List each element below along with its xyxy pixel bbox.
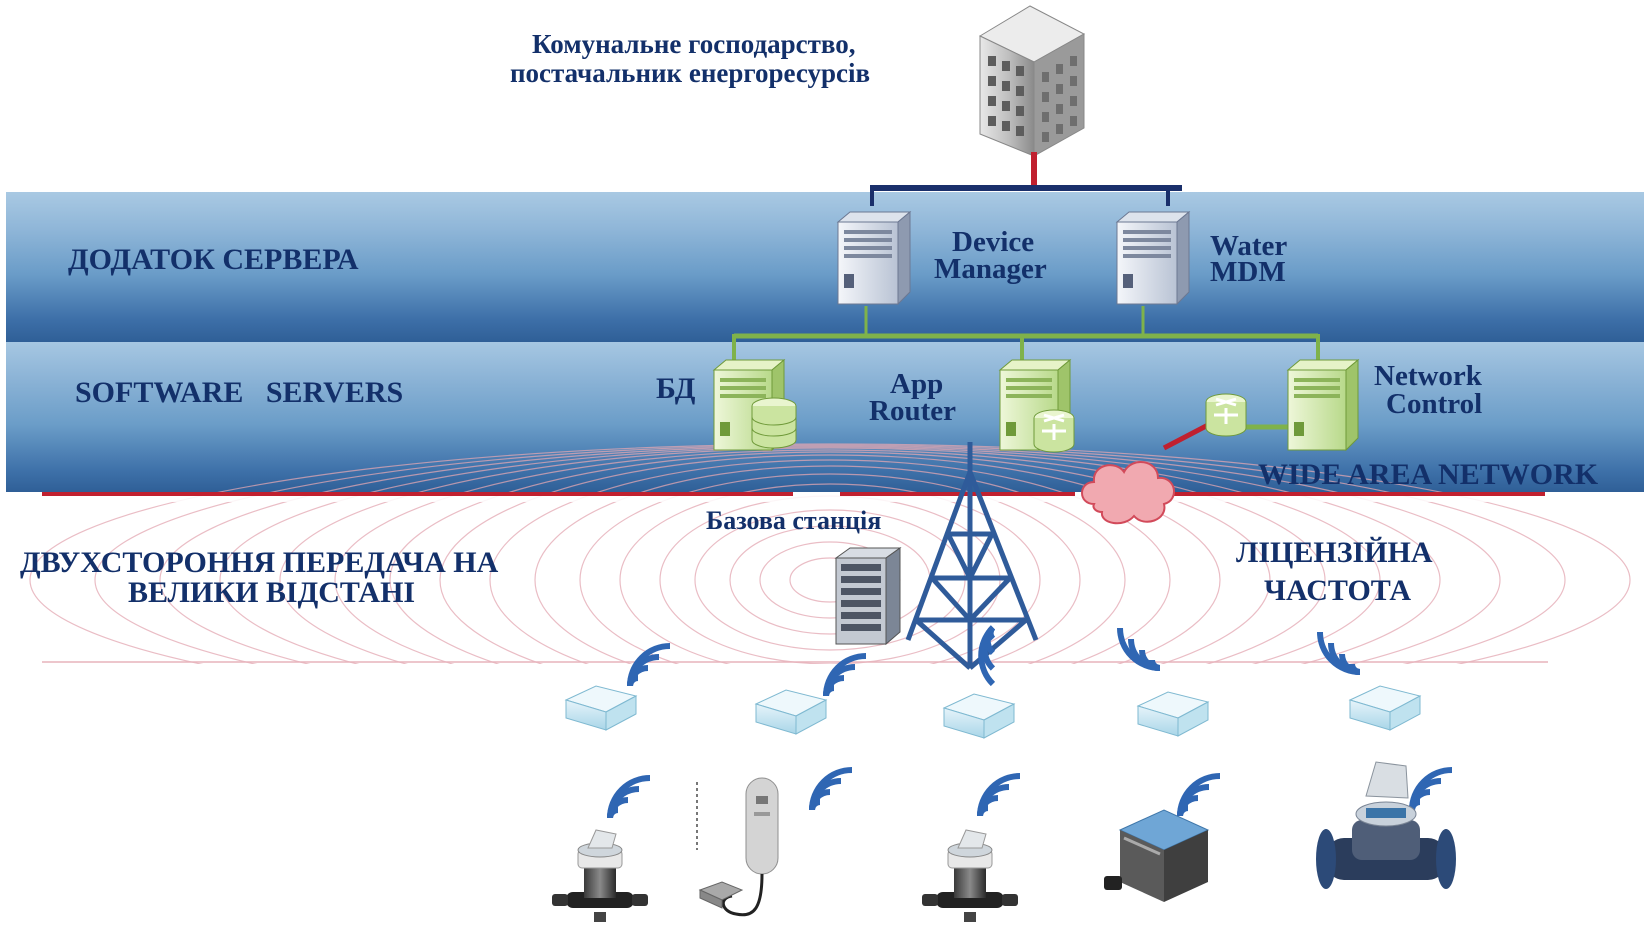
water-mdm-server-icon xyxy=(1116,211,1190,305)
software-servers-label: SOFTWARE SERVERS xyxy=(75,376,404,409)
db-label: БД xyxy=(656,372,696,405)
water-mdm-label-line2: MDM xyxy=(1210,256,1286,288)
licensed-frequency-line1: ЛІЦЕНЗІЙНА xyxy=(1236,536,1433,569)
app-router-label-line2: Router xyxy=(869,395,956,427)
building-icon xyxy=(978,5,1086,157)
server-application-label: ДОДАТОК СЕРВЕРА xyxy=(68,243,359,276)
software-servers-layer xyxy=(6,342,1644,492)
network-control-server-icon xyxy=(1287,359,1359,451)
utility-title-line1: Комунальне господарство, xyxy=(532,29,856,59)
water-mdm-label-line1: Water xyxy=(1210,230,1288,262)
database-server-icon xyxy=(713,359,797,451)
tower-icon xyxy=(905,442,1039,670)
network-router-icon xyxy=(1204,392,1248,438)
device-manager-label-line1: Device xyxy=(952,226,1035,258)
licensed-frequency-line2: ЧАСТОТА xyxy=(1264,574,1411,607)
network-control-label-line1: Network xyxy=(1374,360,1482,392)
base-station-label: Базова станція xyxy=(706,506,882,535)
water-meter-icon xyxy=(1104,809,1210,902)
utility-title-line2: постачальник енергоресурсів xyxy=(510,58,871,88)
network-control-label-line2: Control xyxy=(1386,388,1483,420)
wan-link xyxy=(1162,421,1212,451)
sensor-probe-icon xyxy=(698,777,779,917)
device-manager-server-icon xyxy=(837,211,911,305)
cloud-icon xyxy=(1081,461,1175,525)
two-way-label-line2: ВЕЛИКИ ВІДСТАНІ xyxy=(128,576,416,609)
base-station-rack-icon xyxy=(834,547,902,646)
app-router-label-line1: App xyxy=(890,368,944,400)
server-bus xyxy=(870,185,1182,206)
water-meter-icon xyxy=(1316,761,1456,889)
two-way-label-line1: ДВУХСТОРОННЯ ПЕРЕДАЧА НА xyxy=(20,546,499,579)
software-bus xyxy=(732,306,1320,430)
router-server-icon xyxy=(999,359,1076,454)
server-application-layer xyxy=(6,192,1644,342)
wan-label: WIDE AREA NETWORK xyxy=(1258,458,1599,491)
device-manager-label-line2: Manager xyxy=(934,253,1047,285)
